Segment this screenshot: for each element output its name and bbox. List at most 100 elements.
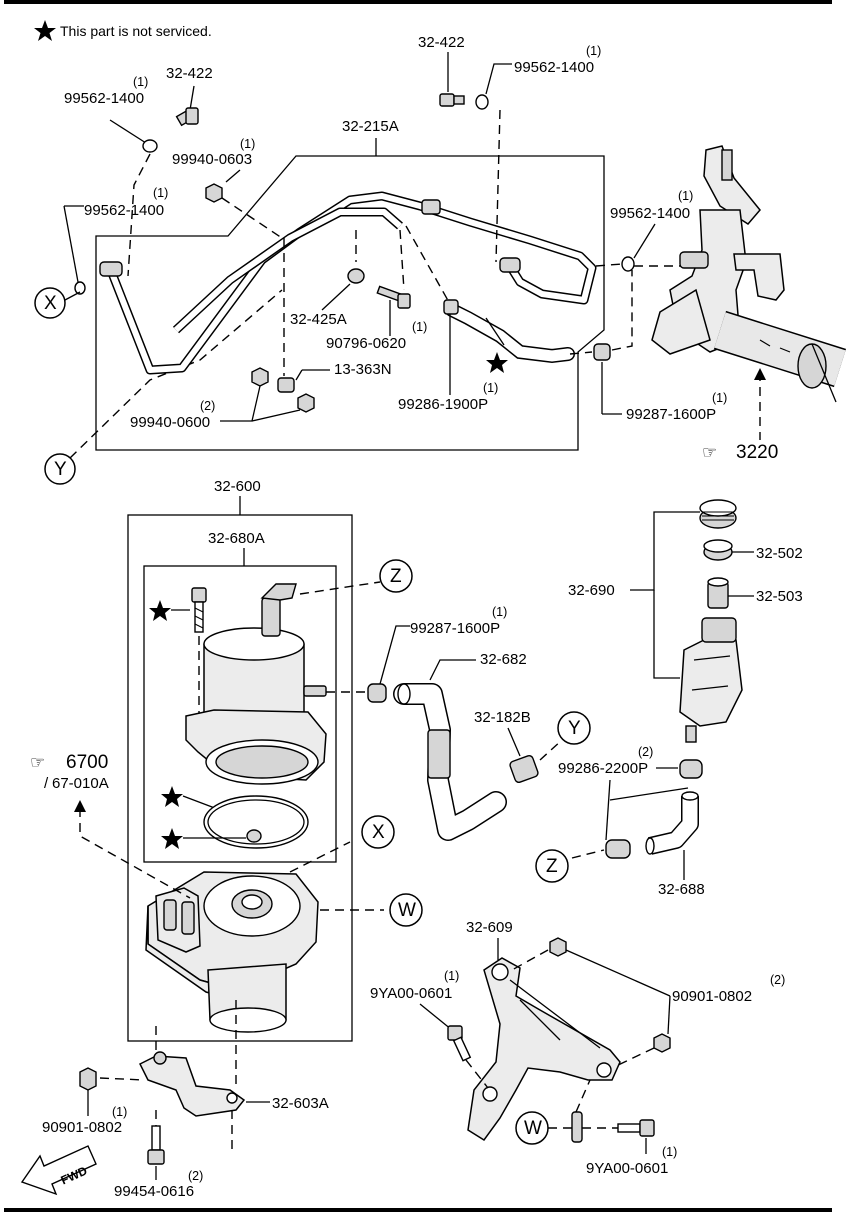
qty-99286-1900P: (1) <box>483 381 498 395</box>
nut-90901-0802-b <box>653 1033 671 1053</box>
star-icon <box>34 20 56 41</box>
svg-text:/: / <box>44 775 49 792</box>
label-32-609: 32-609 <box>466 919 513 936</box>
svg-text:☞: ☞ <box>702 443 717 462</box>
return-pipe <box>172 207 403 334</box>
nut-99940-0603 <box>205 183 223 203</box>
seal <box>246 829 262 843</box>
label-90901-0802-left: 90901-0802 <box>42 1119 122 1136</box>
label-32-603A: 32-603A <box>272 1095 329 1112</box>
ref-67-010A-label: 67-010A <box>52 775 109 792</box>
label-99562-right: 99562-1400 <box>610 205 690 222</box>
qty-99286-2200P: (2) <box>638 745 653 759</box>
nut-90901-0802-left <box>79 1067 97 1091</box>
ref-3220: ☞ 3220 <box>702 442 778 463</box>
callout-w-bot-label: W <box>524 1118 542 1139</box>
pump-body <box>145 871 319 1033</box>
label-99287-1600P-mid: 99287-1600P <box>410 620 500 637</box>
label-99940-0603: 99940-0603 <box>172 151 252 168</box>
cap-32-690 <box>699 499 737 529</box>
clip-99286-1900P <box>443 299 459 315</box>
steering-gear <box>651 145 847 403</box>
callout-x-top <box>34 287 66 319</box>
qty-90901-0802-right: (2) <box>770 973 785 987</box>
ref-6700-label: 6700 <box>66 752 108 773</box>
fwd-arrow-icon <box>20 1145 97 1196</box>
bottom-rule <box>4 1208 832 1212</box>
fwd-arrow: FWD <box>20 1145 97 1196</box>
bolt-9YA00-right <box>617 1119 655 1137</box>
o-ring <box>203 795 309 849</box>
washer-bracket <box>571 1111 583 1143</box>
qty-99454-0616: (2) <box>188 1169 203 1183</box>
not-serviced-note: This part is not serviced. <box>34 20 212 41</box>
callout-z-mid <box>535 849 569 883</box>
washer-99562-left <box>142 139 158 153</box>
label-9YA00-top: 9YA00-0601 <box>370 985 452 1002</box>
label-9YA00-bottom: 9YA00-0601 <box>586 1160 668 1177</box>
bolt-99454-0616 <box>147 1125 165 1165</box>
pump-assembly-box <box>127 514 353 1042</box>
qty-99287-1600P-top: (1) <box>712 391 727 405</box>
label-99286-1900P: 99286-1900P <box>398 396 488 413</box>
star-icon-bolt <box>149 600 171 621</box>
star-icon-oring <box>161 786 183 807</box>
sleeve-32-182B <box>509 754 539 784</box>
label-32-690: 32-690 <box>568 582 615 599</box>
qty-99940-0600: (2) <box>200 399 215 413</box>
label-99562-left-top: 99562-1400 <box>64 90 144 107</box>
label-90901-0802-right: 90901-0802 <box>672 988 752 1005</box>
clamp-99287-1600P-mid <box>367 683 387 703</box>
cap-32-502 <box>703 539 733 561</box>
bolt-90796-0620 <box>376 285 411 309</box>
qty-99562-top: (1) <box>586 44 601 58</box>
pump-motor <box>185 583 327 785</box>
reservoir-tank <box>679 617 743 743</box>
callout-y-top-label: Y <box>54 459 67 480</box>
callout-x-top-label: X <box>44 293 57 314</box>
bolt-motor <box>191 587 207 633</box>
clip-99286-2200P-b <box>605 839 631 859</box>
qty-99940-0603: (1) <box>240 137 255 151</box>
label-32-682: 32-682 <box>480 651 527 668</box>
callout-w-mid <box>389 893 423 927</box>
callout-w-mid-label: W <box>398 900 416 921</box>
clamp-99287-1600P-top <box>593 343 611 361</box>
top-rule <box>4 0 832 4</box>
nut-99940-0600-b <box>297 393 315 413</box>
bolt-9YA00-left <box>447 1025 472 1062</box>
label-99940-0600: 99940-0600 <box>130 414 210 431</box>
label-32-600: 32-600 <box>214 478 261 495</box>
filter-32-503 <box>707 577 729 609</box>
clip-99286-2200P-a <box>679 759 703 779</box>
callout-y-top <box>44 453 76 485</box>
callout-x-mid-label: X <box>372 822 385 843</box>
qty-9YA00-bottom: (1) <box>662 1145 677 1159</box>
hose-assembly-box <box>95 155 605 451</box>
bolt-32-422-left <box>175 107 199 127</box>
hose-32-688 <box>645 791 699 855</box>
callout-z-top-label: Z <box>390 566 402 587</box>
star-icon-hose <box>486 352 508 373</box>
label-32-422-top: 32-422 <box>418 34 465 51</box>
ref-6700: ☞ 6700 / 67-010A <box>30 752 109 792</box>
qty-32-422-left: (1) <box>133 75 148 89</box>
label-32-422-left: 32-422 <box>166 65 213 82</box>
qty-99562-left-mid: (1) <box>153 186 168 200</box>
qty-9YA00-top: (1) <box>444 969 459 983</box>
grommet-32-425A <box>347 268 365 284</box>
pressure-pipe <box>105 191 597 375</box>
label-32-425A: 32-425A <box>290 311 347 328</box>
label-32-502: 32-502 <box>756 545 803 562</box>
callout-z-top <box>379 559 413 593</box>
washer-99562-top <box>475 94 489 110</box>
qty-90796-0620: (1) <box>412 320 427 334</box>
bracket-32-603A <box>138 1051 246 1117</box>
label-99286-2200P: 99286-2200P <box>558 760 648 777</box>
nut-90901-0802-a <box>549 937 567 957</box>
callout-y-mid-label: Y <box>568 718 581 739</box>
label-99562-left-mid: 99562-1400 <box>84 202 164 219</box>
callout-x-mid <box>361 815 395 849</box>
label-90796-0620: 90796-0620 <box>326 335 406 352</box>
